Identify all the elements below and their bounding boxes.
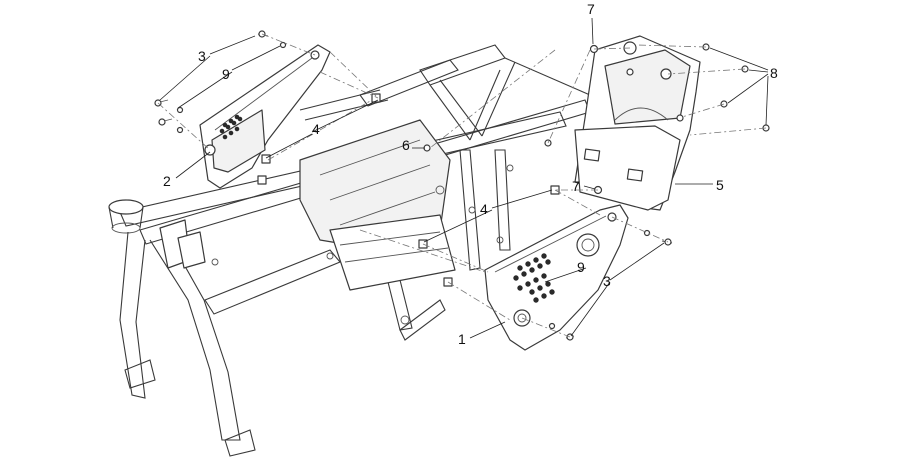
- callout-4-lower: 4: [480, 201, 488, 217]
- callout-6: 6: [402, 137, 410, 153]
- rear-inner-guard: [574, 35, 701, 211]
- callout-5: 5: [716, 177, 724, 193]
- assembly-lines: [157, 33, 767, 338]
- callout-3-left: 3: [198, 48, 206, 64]
- right-side-cover: [484, 204, 629, 351]
- callout-7-mid: 7: [572, 178, 580, 194]
- leader-lines: [159, 17, 769, 339]
- frame-assembly: [108, 44, 591, 457]
- callout-4-upper: 4: [312, 121, 320, 137]
- callout-8: 8: [770, 65, 778, 81]
- callout-3-right: 3: [603, 273, 611, 289]
- left-side-cover: [199, 44, 331, 189]
- callout-1: 1: [458, 331, 466, 347]
- callout-9-left: 9: [222, 66, 230, 82]
- callout-2: 2: [163, 173, 171, 189]
- callout-9-right: 9: [577, 259, 585, 275]
- callout-7-top: 7: [587, 1, 595, 17]
